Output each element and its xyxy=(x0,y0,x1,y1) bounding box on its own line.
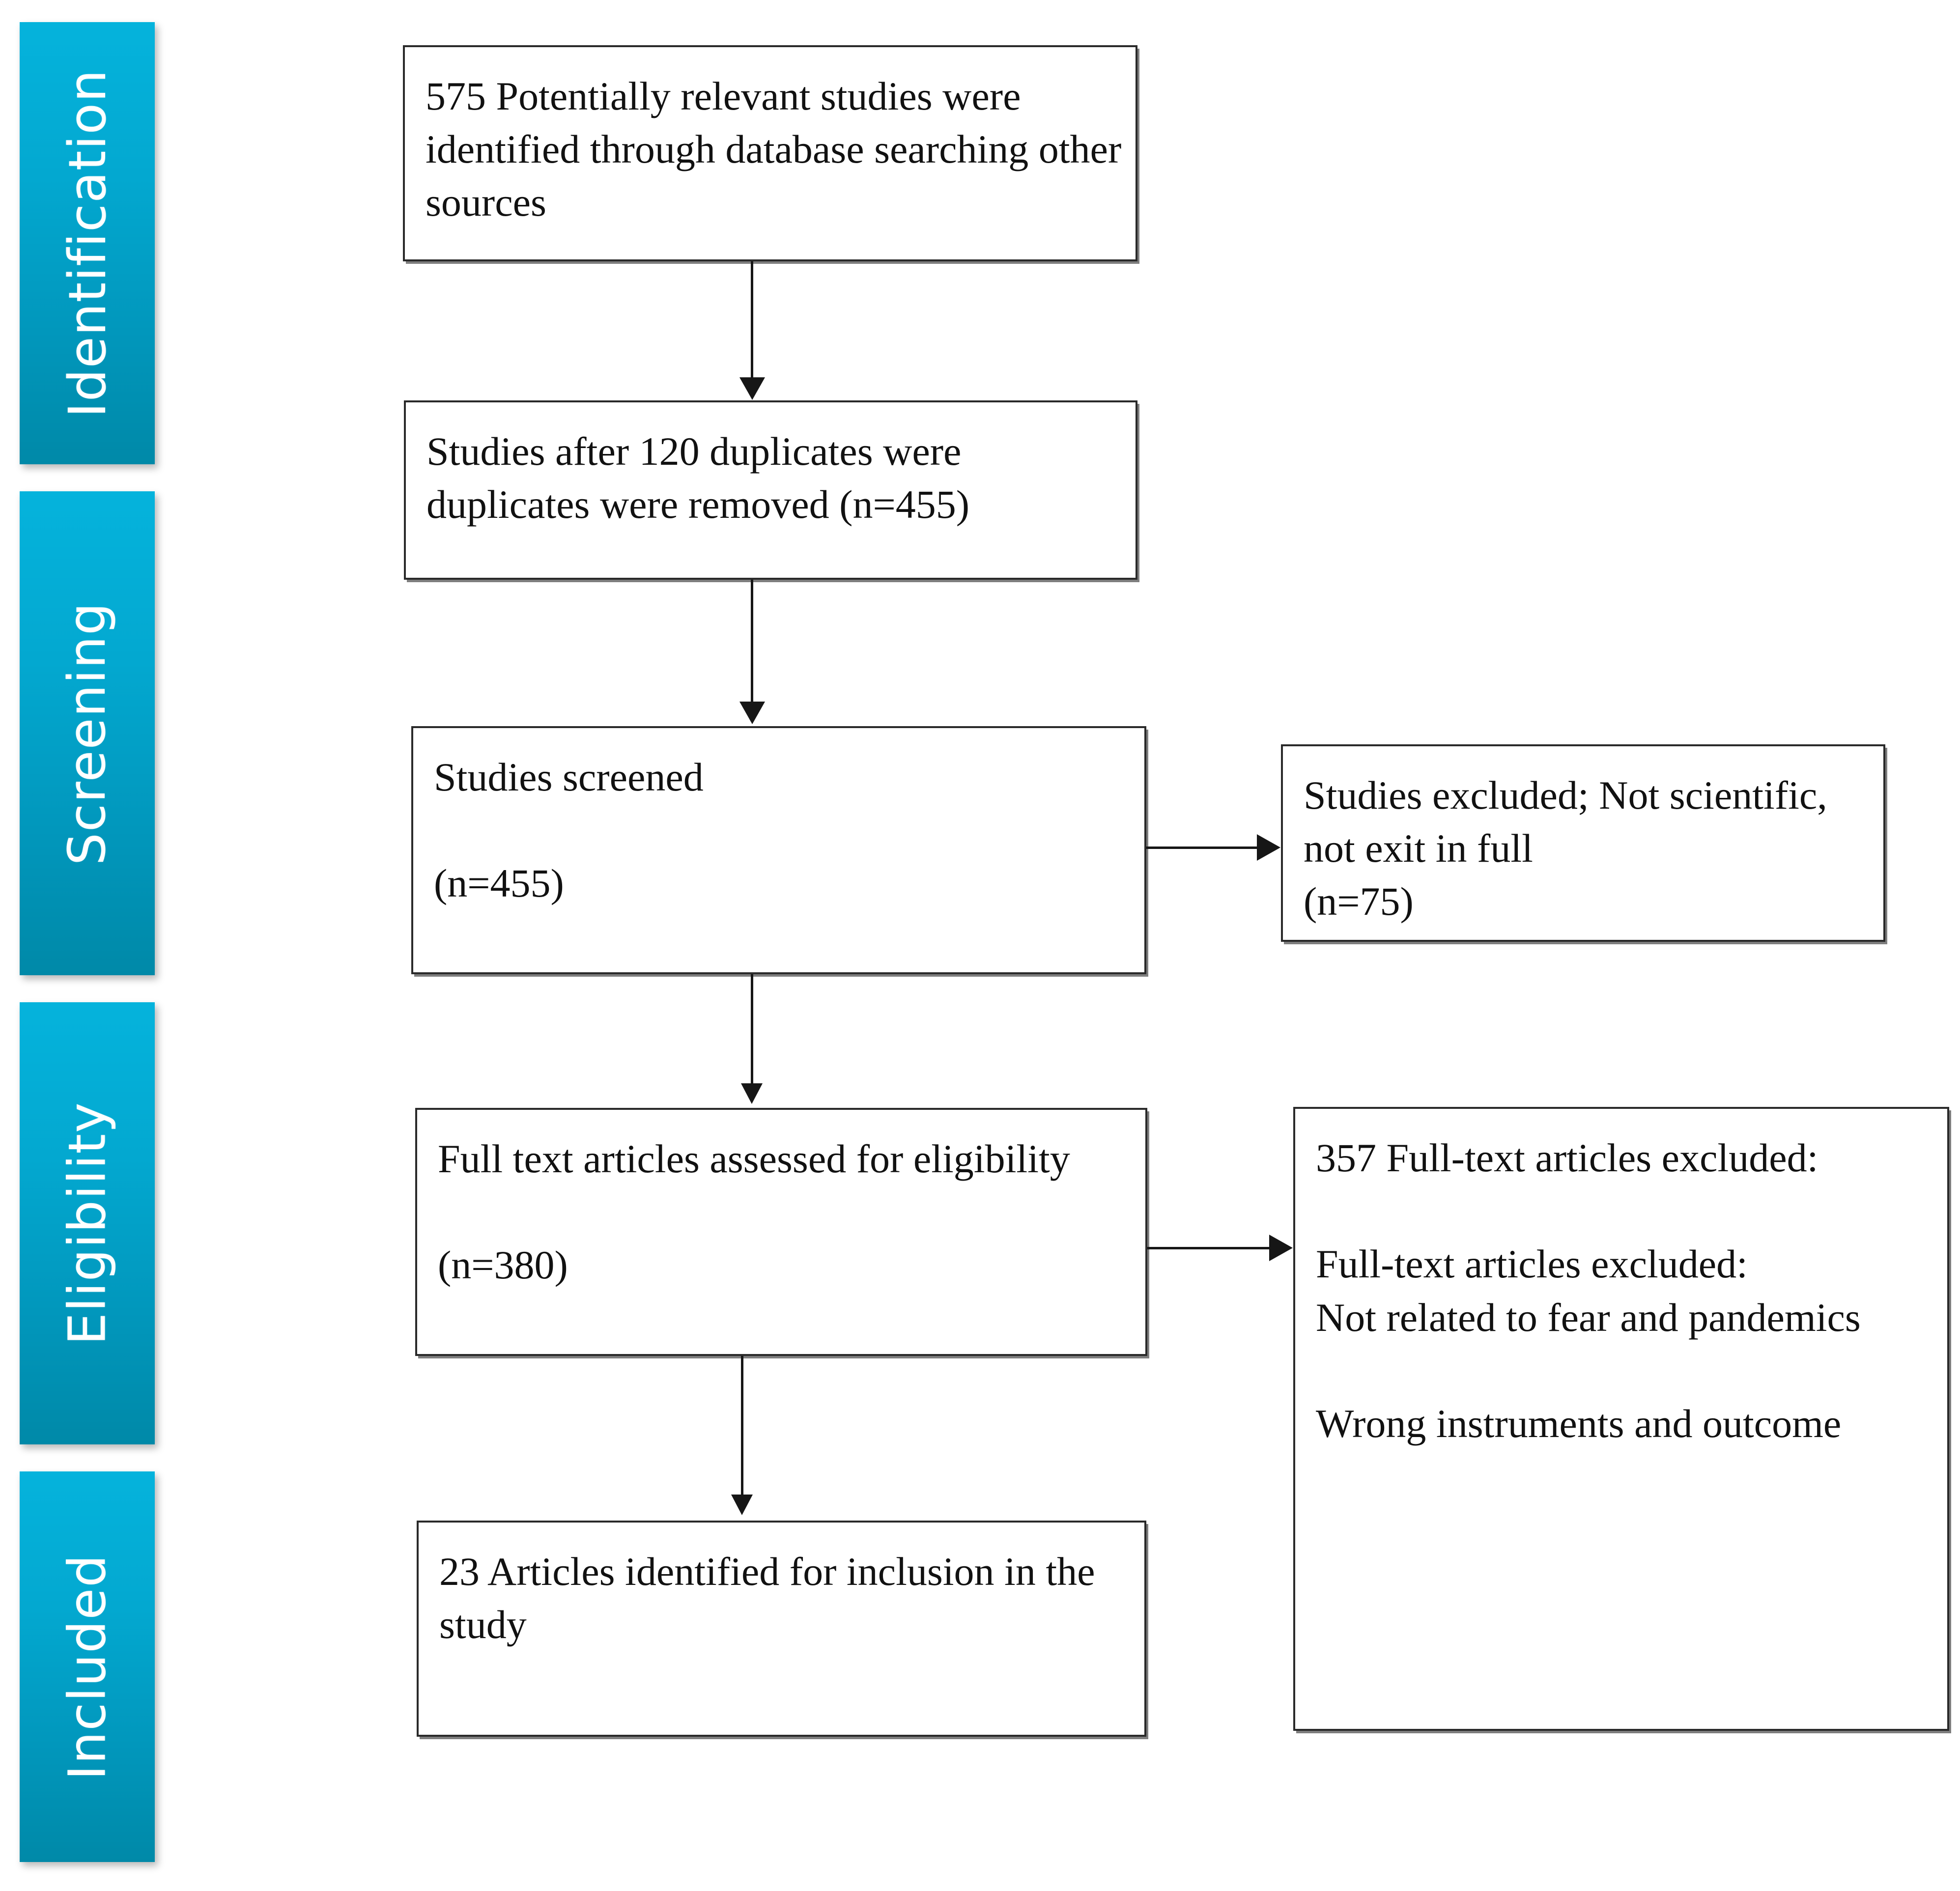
arrow-identified-to-duplicates xyxy=(739,377,765,400)
box-fulltext-assessed: Full text articles assessed for eligibil… xyxy=(415,1108,1147,1356)
connector-identified-to-duplicates xyxy=(751,261,753,383)
stage-bar-included: Included xyxy=(20,1471,155,1862)
box-articles-included: 23 Articles identified for inclusion in … xyxy=(417,1521,1146,1737)
connector-fulltext-to-excluded xyxy=(1147,1247,1271,1249)
connector-screened-to-excluded xyxy=(1146,847,1259,849)
box-studies-excluded: Studies excluded; Not scientific, not ex… xyxy=(1281,744,1885,942)
stage-label-eligibility: Eligibility xyxy=(57,1101,117,1345)
box-articles-included-text: 23 Articles identified for inclusion in … xyxy=(439,1549,1095,1647)
box-studies-screened-text: Studies screened (n=455) xyxy=(434,755,704,906)
box-fulltext-excluded: 357 Full-text articles excluded: Full-te… xyxy=(1293,1107,1949,1731)
stage-label-screening: Screening xyxy=(57,601,117,865)
box-records-identified: 575 Potentially relevant studies were id… xyxy=(403,45,1137,261)
box-fulltext-assessed-text: Full text articles assessed for eligibil… xyxy=(438,1136,1070,1288)
stage-label-identification: Identification xyxy=(57,69,117,418)
box-studies-excluded-text: Studies excluded; Not scientific, not ex… xyxy=(1304,773,1827,924)
box-studies-screened: Studies screened (n=455) xyxy=(411,726,1146,974)
stage-bar-screening: Screening xyxy=(20,491,155,975)
connector-screened-to-fulltext xyxy=(751,974,753,1087)
stage-label-included: Included xyxy=(57,1553,117,1780)
arrow-fulltext-to-excluded xyxy=(1269,1235,1293,1261)
arrow-duplicates-to-screened xyxy=(739,702,765,724)
stage-bar-identification: Identification xyxy=(20,22,155,464)
connector-duplicates-to-screened xyxy=(751,580,753,706)
box-duplicates-removed: Studies after 120 duplicates were duplic… xyxy=(404,400,1137,580)
box-fulltext-excluded-text: 357 Full-text articles excluded: Full-te… xyxy=(1316,1135,1861,1446)
arrow-fulltext-to-included xyxy=(731,1495,753,1515)
arrow-screened-to-excluded xyxy=(1257,834,1280,861)
box-records-identified-text: 575 Potentially relevant studies were id… xyxy=(426,74,1122,225)
arrow-screened-to-fulltext xyxy=(741,1083,763,1104)
box-duplicates-removed-text: Studies after 120 duplicates were duplic… xyxy=(426,429,969,527)
stage-bar-eligibility: Eligibility xyxy=(20,1002,155,1444)
connector-fulltext-to-included xyxy=(741,1356,743,1498)
